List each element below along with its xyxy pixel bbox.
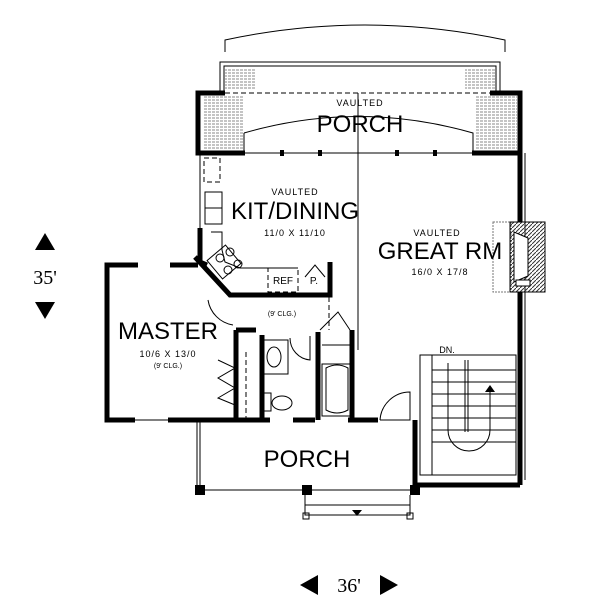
great-room-note: VAULTED [413,228,460,238]
staircase [419,354,517,476]
hall-ceiling: (9' CLG.) [268,311,296,318]
master-ceiling: (9' CLG.) [154,363,182,370]
ref-label: REF [273,276,293,287]
great-room-label: GREAT RM [378,238,502,265]
arrow-left-icon [300,575,318,595]
width-dimension: 36' [337,575,361,597]
kitchen-label: KIT/DINING [231,198,359,225]
stairs-label: DN. [439,345,455,355]
pantry-label: P. [310,276,318,287]
kitchen-note: VAULTED [271,187,318,197]
upper-porch-note: VAULTED [336,98,383,108]
kitchen-size: 11/0 X 11/10 [264,228,326,238]
depth-dimension: 35' [33,267,57,289]
upper-porch-area [203,68,517,152]
arrow-up-icon [35,233,55,250]
kitchen-fixtures [203,157,326,293]
front-porch-label: PORCH [264,446,351,473]
fireplace [492,221,546,293]
roof-outline [219,24,506,92]
great-room-size: 16/0 X 17/8 [411,267,468,277]
arrow-right-icon [380,575,398,595]
master-label: MASTER [118,318,218,345]
walls [104,90,526,520]
upper-porch-label: PORCH [317,111,404,138]
master-size: 10/6 X 13/0 [139,349,196,359]
arrow-down-icon [35,302,55,319]
